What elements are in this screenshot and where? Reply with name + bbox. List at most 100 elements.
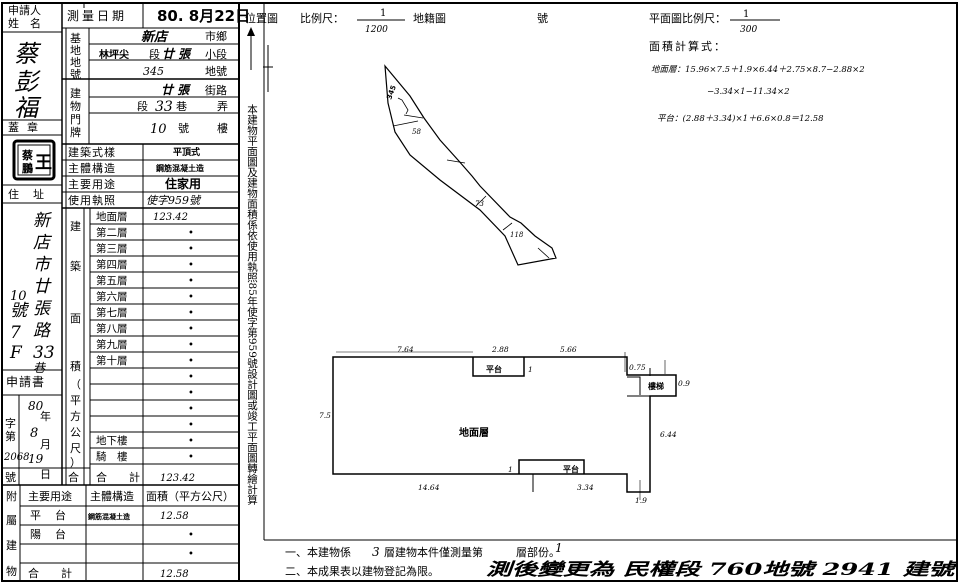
application-label: 申請書 — [6, 375, 45, 389]
doorplate-alley-suffix: 弄 — [217, 100, 228, 113]
vertical-note: 本建物平面圖及建物面積係依使用執照85年使字第959號設計圖或竣工平面圖轉繪計算 — [246, 103, 258, 505]
doorplate-floor-suffix: 樓 — [217, 121, 228, 135]
svg-text:牌: 牌 — [70, 125, 81, 139]
permit-value: 使字959號 — [146, 194, 202, 207]
annex-total-value: 12.58 — [160, 569, 189, 580]
annex-header-use: 主要用途 — [28, 489, 72, 503]
svg-text:新: 新 — [33, 211, 53, 231]
svg-text:0.75: 0.75 — [629, 363, 646, 372]
note-line2: 二、本成果表以建物登記為限。 — [285, 564, 439, 578]
area-row-label: 第八層 — [96, 322, 128, 335]
area-calc-line1: 地面層：15.96×7.5＋1.9×6.44＋2.75×8.7−2.88×2 — [651, 64, 865, 75]
svg-text:7: 7 — [10, 323, 21, 343]
svg-text:F: F — [9, 343, 23, 363]
svg-text:第: 第 — [5, 429, 16, 443]
location-map-label: 位置圖 — [245, 11, 278, 25]
area-row-label: 第六層 — [96, 290, 128, 303]
doorplate-lane-hand: 33 — [155, 99, 173, 115]
area-row-value: • — [188, 324, 194, 335]
location-scale: 比例尺： 1 1200 地籍圖 號 — [300, 8, 548, 35]
svg-text:12.58: 12.58 — [160, 511, 189, 522]
svg-text:19: 19 — [28, 452, 44, 466]
style-value: 平頂式 — [173, 146, 200, 158]
seal-label: 蓋章 — [8, 120, 46, 134]
base-number-suffix: 地號 — [205, 65, 227, 78]
svg-text:6.44: 6.44 — [660, 430, 677, 439]
north-arrow-small — [263, 45, 273, 92]
svg-text:路: 路 — [33, 321, 52, 341]
applicant-name-hand: 蔡 彭 福 — [14, 40, 42, 122]
svg-text:陽台: 陽台 — [30, 527, 80, 541]
svg-text:300: 300 — [740, 25, 757, 35]
svg-text:80: 80 — [28, 399, 44, 413]
svg-text:物: 物 — [70, 99, 81, 113]
area-row-value: • — [188, 452, 194, 463]
svg-text:比例尺：: 比例尺： — [300, 11, 344, 25]
base-subsection-hand: 廿 張 — [162, 47, 192, 61]
svg-text:1: 1 — [743, 9, 749, 20]
area-row-label: 第七層 — [96, 306, 128, 319]
style-label: 建築式樣 — [68, 145, 116, 159]
annex-row-1: 平台 鋼筋混凝土造 12.58 — [30, 508, 189, 522]
platform-label-top: 平台 — [486, 364, 502, 374]
note-line1-floor-no: 1 — [555, 541, 563, 555]
svg-text:公: 公 — [70, 426, 81, 439]
address-hand: 新 店 市 廿 張 路 33 巷 10 號 7 F — [9, 211, 55, 375]
svg-text:尺: 尺 — [70, 442, 81, 455]
north-arrow — [247, 27, 255, 70]
svg-text:1: 1 — [528, 365, 533, 374]
svg-text:10: 10 — [10, 289, 27, 304]
lot-label-58: 58 — [412, 128, 421, 136]
svg-text:（: （ — [70, 378, 81, 391]
area-total-label: 合 計 — [96, 470, 140, 484]
svg-text:•: • — [188, 549, 194, 560]
annex-header-area: 面積（平方公尺） — [146, 489, 234, 503]
doorplate-section-suffix: 段 — [137, 99, 148, 113]
permit-label: 使用執照 — [68, 194, 116, 207]
use-value: 住家用 — [165, 176, 201, 191]
note-line1: 一、本建物係 層建物本件僅測量第 層部份。 — [285, 545, 560, 559]
svg-text:1: 1 — [508, 465, 513, 474]
svg-text:平台: 平台 — [30, 508, 80, 522]
base-town-suffix: 市鄉 — [205, 29, 227, 43]
svg-text:平面圖比例尺：: 平面圖比例尺： — [649, 11, 726, 25]
svg-text:基: 基 — [70, 32, 81, 45]
area-row-value: • — [188, 260, 194, 271]
lot-label-73: 73 — [475, 200, 484, 208]
svg-text:日: 日 — [40, 468, 51, 481]
svg-text:1200: 1200 — [365, 25, 388, 35]
area-row-label: 第二層 — [96, 226, 128, 239]
stair-label: 樓梯 — [648, 381, 664, 391]
svg-text:巷: 巷 — [33, 361, 47, 375]
svg-text:福: 福 — [14, 94, 42, 122]
application-date: 80 年 8 月 19 日 — [28, 399, 51, 481]
svg-text:）: ） — [70, 456, 81, 469]
location-map-drawing: 345 58 73 118 — [384, 64, 557, 266]
svg-text:建: 建 — [70, 86, 81, 100]
applicant-label-line1: 申請人 — [8, 3, 41, 17]
svg-text:0.9: 0.9 — [678, 379, 690, 388]
svg-text:3.34: 3.34 — [577, 483, 594, 492]
area-row-label: 第九層 — [96, 338, 128, 351]
doorplate-street-hand: 廿 張 — [161, 83, 191, 97]
annex-row-3: • — [188, 549, 194, 560]
svg-text:地籍圖: 地籍圖 — [413, 11, 446, 25]
svg-text:張: 張 — [33, 299, 53, 319]
area-row-value: 123.42 — [153, 212, 188, 223]
svg-text:市: 市 — [33, 255, 53, 275]
doorplate-no-suffix: 號 — [178, 122, 189, 135]
svg-text:王: 王 — [35, 153, 52, 173]
area-row-label: 地面層 — [96, 210, 128, 223]
svg-text:門: 門 — [70, 113, 81, 126]
svg-text:方: 方 — [70, 409, 81, 423]
svg-text:8: 8 — [30, 426, 38, 441]
doorplate-street-suffix: 街路 — [205, 83, 227, 97]
doorplate-lane-suffix: 巷 — [176, 100, 187, 113]
lot-label-118: 118 — [510, 231, 524, 239]
area-row-label: 第三層 — [96, 242, 128, 255]
svg-text:年: 年 — [40, 409, 51, 423]
area-side-label: 建 築 面 積 （ 平 方 公 尺 ） — [70, 219, 81, 469]
base-section-hand: 林坪尖 — [99, 48, 129, 61]
